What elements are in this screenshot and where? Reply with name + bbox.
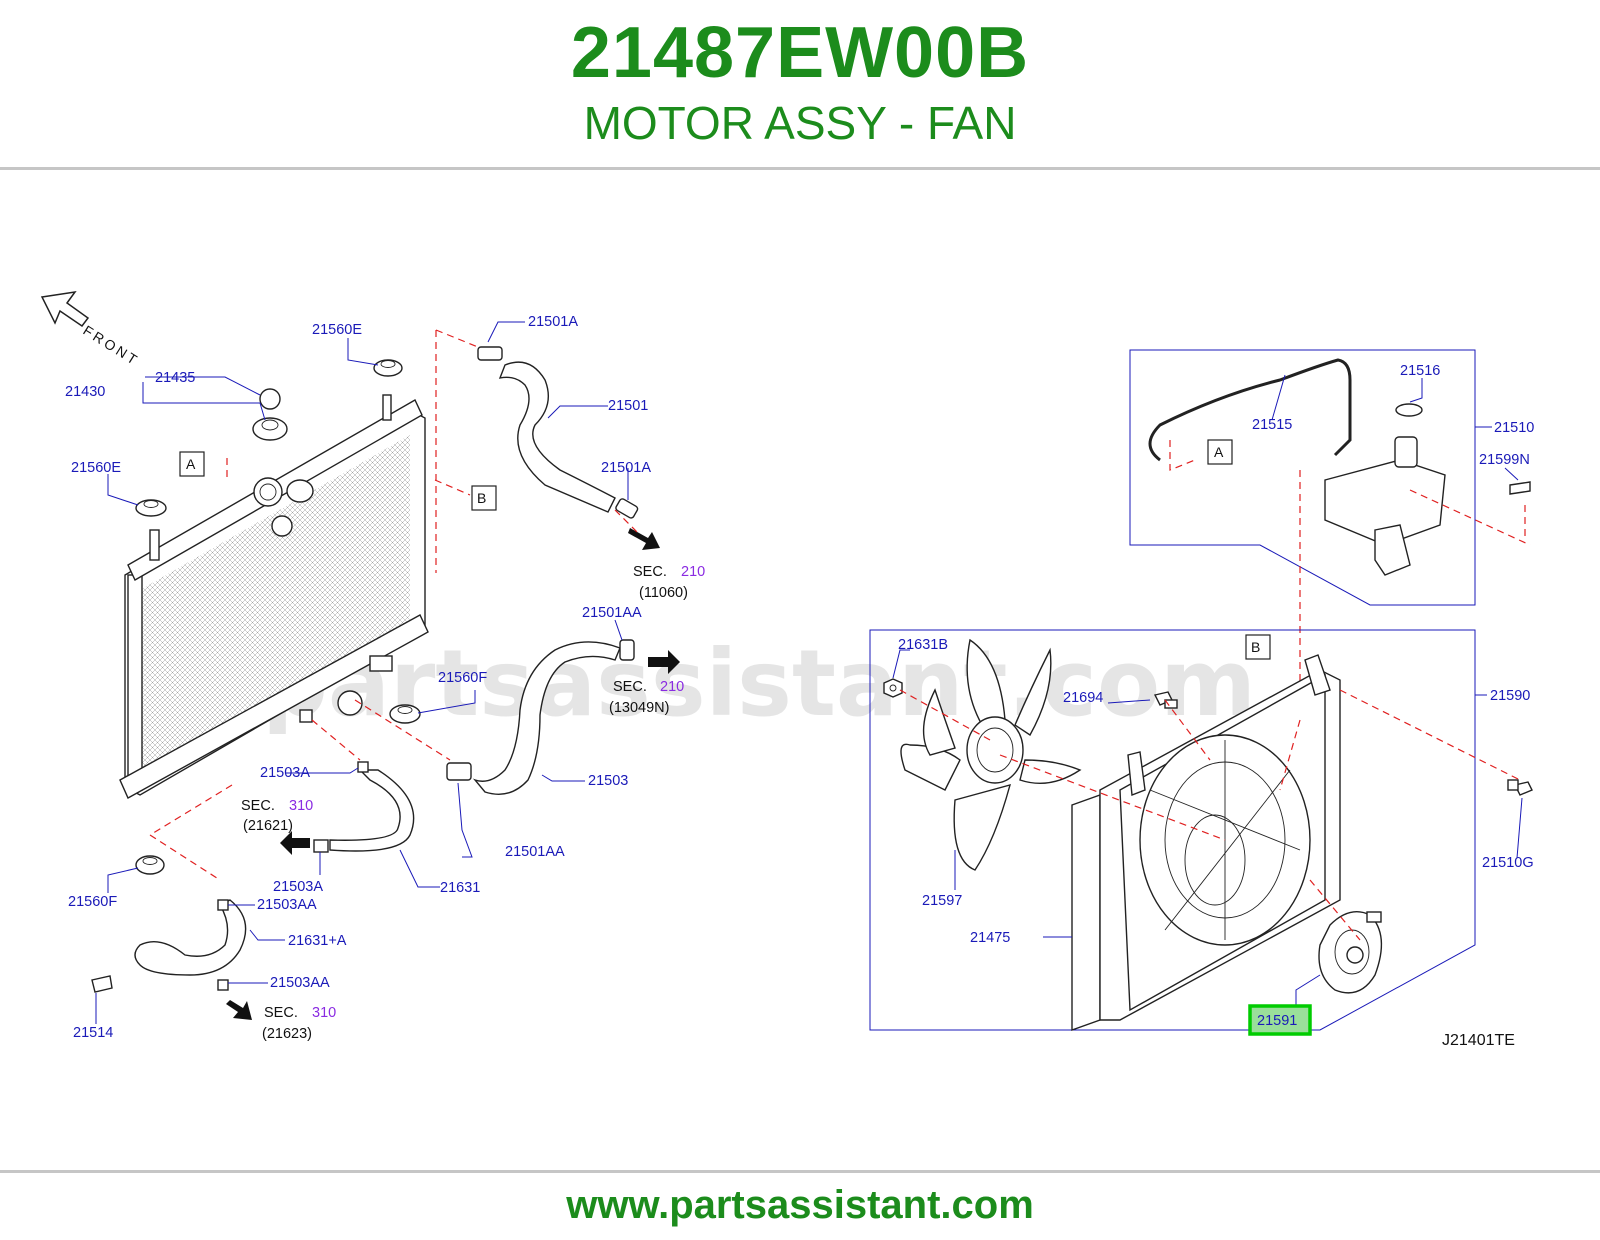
sec-ref-210-11060[interactable]: SEC. 210 (11060) <box>633 564 705 601</box>
arrow-icon <box>226 1000 252 1020</box>
label-21510G[interactable]: 21510G <box>1482 855 1534 871</box>
front-label: FRONT <box>80 322 142 369</box>
watermark: partsassistant.com <box>262 630 1256 737</box>
svg-text:SEC.: SEC. <box>633 564 667 580</box>
arrow-icon <box>280 831 310 855</box>
svg-text:B: B <box>1251 639 1260 655</box>
label-21631A[interactable]: 21631+A <box>288 933 347 949</box>
label-21503A-top[interactable]: 21503A <box>260 765 310 781</box>
svg-text:B: B <box>477 490 486 506</box>
ref-box-a-right: A <box>1207 439 1233 465</box>
bolt-21510G <box>1507 779 1533 796</box>
reservoir-tank <box>1324 403 1446 576</box>
sec-ref-310-21623[interactable]: SEC. 310 (21623) <box>262 1005 336 1042</box>
svg-text:(13049N): (13049N) <box>609 700 669 716</box>
label-21514[interactable]: 21514 <box>73 1025 113 1041</box>
leader-lines <box>95 321 1523 1024</box>
label-21694[interactable]: 21694 <box>1063 690 1103 706</box>
label-21503AA-top[interactable]: 21503AA <box>257 897 317 913</box>
label-21516[interactable]: 21516 <box>1400 363 1440 379</box>
fan-group-frame <box>869 629 1476 1031</box>
label-21591[interactable]: 21591 <box>1257 1013 1297 1029</box>
svg-text:310: 310 <box>312 1005 336 1021</box>
hose-21631 <box>313 761 415 853</box>
svg-text:(21621): (21621) <box>243 818 293 834</box>
label-21503[interactable]: 21503 <box>588 773 628 789</box>
upper-hose <box>477 346 639 519</box>
front-arrow-icon: FRONT <box>40 290 143 369</box>
radiator-cap <box>252 388 288 441</box>
mount-rubber-21560E-top <box>373 359 403 377</box>
part-number-title: 21487EW00B <box>570 13 1030 93</box>
guide-lines-reservoir <box>1169 440 1531 720</box>
label-21590[interactable]: 21590 <box>1490 688 1530 704</box>
label-21503A-bot[interactable]: 21503A <box>273 879 323 895</box>
guide-lines-left <box>149 329 641 881</box>
svg-text:A: A <box>1214 444 1224 460</box>
hose-21631A <box>91 899 247 993</box>
bolt-21694 <box>1153 691 1178 709</box>
reservoir-group-frame <box>1129 349 1476 606</box>
svg-text:A: A <box>186 456 196 472</box>
part-description: MOTOR ASSY - FAN <box>583 97 1017 149</box>
label-21475[interactable]: 21475 <box>970 930 1010 946</box>
svg-text:SEC.: SEC. <box>241 798 275 814</box>
mount-rubber-21560F-right <box>389 704 421 724</box>
header-divider <box>0 167 1600 170</box>
label-21501A-top[interactable]: 21501A <box>528 314 578 330</box>
reservoir-hose <box>1148 358 1352 462</box>
svg-text:SEC.: SEC. <box>264 1005 298 1021</box>
mount-rubber-21560E-left <box>135 499 167 517</box>
lower-hose <box>446 639 635 795</box>
svg-text:210: 210 <box>681 564 705 580</box>
label-21501AA-top[interactable]: 21501AA <box>582 605 642 621</box>
footer-website[interactable]: www.partsassistant.com <box>566 1183 1034 1227</box>
label-21435[interactable]: 21435 <box>155 370 195 386</box>
guide-lines-fan <box>899 689 1521 941</box>
label-21501A-mid[interactable]: 21501A <box>601 460 651 476</box>
sec-ref-210-13049N[interactable]: SEC. 210 (13049N) <box>609 679 684 716</box>
label-21503AA-bot[interactable]: 21503AA <box>270 975 330 991</box>
svg-text:SEC.: SEC. <box>613 679 647 695</box>
svg-text:210: 210 <box>660 679 684 695</box>
label-21597[interactable]: 21597 <box>922 893 962 909</box>
svg-text:310: 310 <box>289 798 313 814</box>
label-21501AA-bot[interactable]: 21501AA <box>505 844 565 860</box>
label-21560E-top[interactable]: 21560E <box>312 322 362 338</box>
fan-motor <box>1318 911 1383 994</box>
svg-text:(11060): (11060) <box>639 585 688 601</box>
label-21430[interactable]: 21430 <box>65 384 105 400</box>
highlight-box-21591 <box>1248 1004 1312 1036</box>
arrow-icon <box>648 650 680 674</box>
ref-box-a-left: A <box>179 451 205 477</box>
sec-ref-310-21621[interactable]: SEC. 310 (21621) <box>241 798 313 834</box>
nut-21631B <box>883 678 903 698</box>
label-21510[interactable]: 21510 <box>1494 420 1534 436</box>
footer-divider <box>0 1170 1600 1173</box>
label-plate-21599N <box>1509 481 1531 495</box>
fan-blade <box>900 638 1082 871</box>
label-21515[interactable]: 21515 <box>1252 417 1292 433</box>
ref-box-b-right: B <box>1245 634 1271 660</box>
mount-rubber-21560F-left <box>135 855 165 875</box>
label-21599N[interactable]: 21599N <box>1479 452 1530 468</box>
ref-box-b-left: B <box>471 485 497 511</box>
label-21631[interactable]: 21631 <box>440 880 480 896</box>
radiator <box>119 394 429 799</box>
label-21501[interactable]: 21501 <box>608 398 648 414</box>
svg-text:(21623): (21623) <box>262 1026 312 1042</box>
label-21560F-left[interactable]: 21560F <box>68 894 117 910</box>
arrow-icon <box>628 528 660 550</box>
diagram-code: J21401TE <box>1442 1032 1515 1049</box>
label-21560E-left[interactable]: 21560E <box>71 460 121 476</box>
label-21560F-right[interactable]: 21560F <box>438 670 487 686</box>
label-21631B[interactable]: 21631B <box>898 637 948 653</box>
